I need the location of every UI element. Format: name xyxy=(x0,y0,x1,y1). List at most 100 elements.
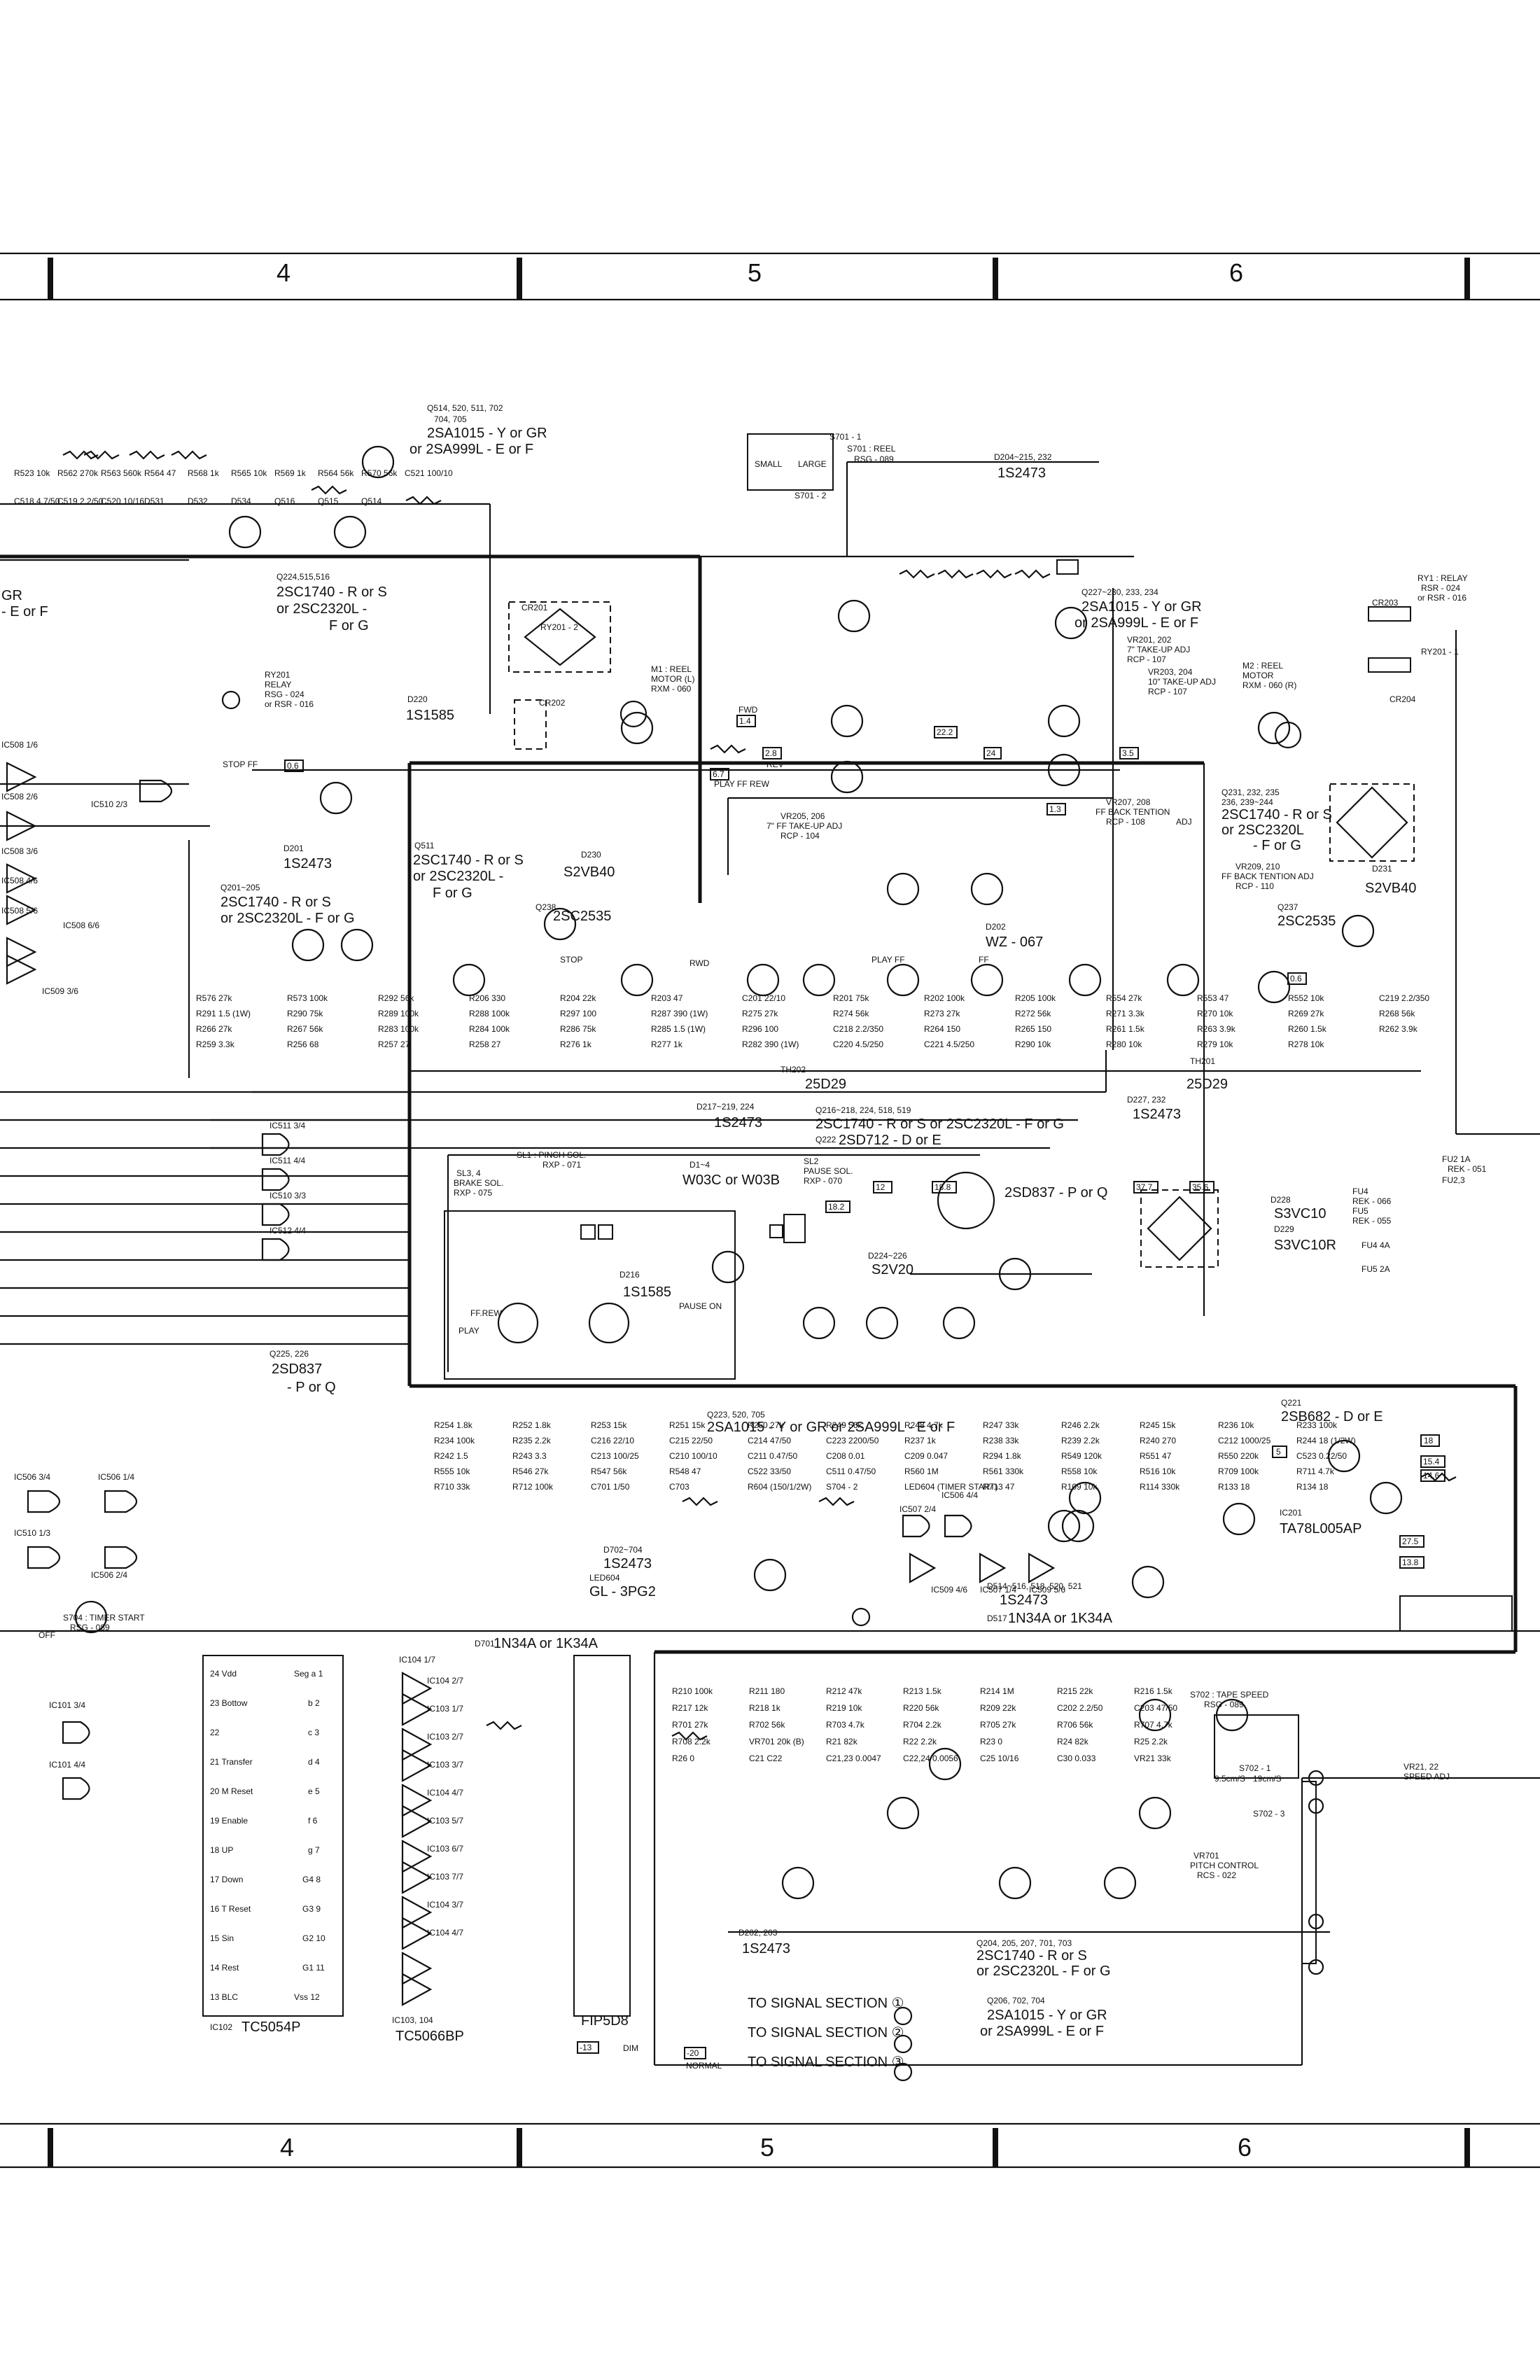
resistor-low-11: R233 100k xyxy=(1296,1420,1338,1430)
resistor-right-12: C202 2.2/50 xyxy=(1057,1703,1103,1713)
resistor-top-18: Q514 xyxy=(361,496,382,506)
resistor-mid-27: R268 56k xyxy=(1379,1009,1415,1018)
label-ry201-2: RELAY xyxy=(265,680,291,690)
label-q221-1: Q221 xyxy=(1281,1398,1302,1408)
resistor-right-21: R708 2.2k xyxy=(672,1737,711,1746)
label-d224-1: D224~226 xyxy=(868,1251,907,1261)
label-vr207-4: ADJ xyxy=(1176,817,1192,827)
value-tags: 0.6 1.4 2.8 6.7 22.2 24 1.3 3.5 0.6 18.2… xyxy=(284,715,1446,2059)
label-q204-3: or 2SC2320L - F or G xyxy=(976,1963,1111,1979)
misc-eorf: - E or F xyxy=(1,604,48,620)
label-ry201-1: RY201 xyxy=(265,670,290,680)
ic102-pin-22: 22 xyxy=(210,1728,220,1737)
resistor-right-19: R706 56k xyxy=(1057,1720,1093,1730)
resistor-right-32: C25 10/16 xyxy=(980,1754,1019,1763)
signal-section-2: TO SIGNAL SECTION ② xyxy=(748,2025,904,2040)
resistor-mid-36: R264 150 xyxy=(924,1024,960,1034)
resistor-mid-23: R272 56k xyxy=(1015,1009,1051,1018)
resistor-low-7: R247 33k xyxy=(983,1420,1019,1430)
misc-labels: GR - E or F OFF CR201 CR202 CR203 CR204 … xyxy=(1,588,1465,1819)
resistor-top-6: R569 1k xyxy=(274,468,307,478)
state-ff: FF xyxy=(979,955,989,965)
column-label-4: 4 xyxy=(276,258,290,287)
label-s701-sw2: S701 - 2 xyxy=(794,491,827,500)
tag-6: 1.3 xyxy=(1049,804,1061,814)
label-q227-3: or 2SA999L - E or F xyxy=(1074,615,1198,631)
resistor-right-25: R23 0 xyxy=(980,1737,1002,1746)
label-sl2-3: RXP - 070 xyxy=(804,1176,842,1186)
ic102-pin-21: 21 Transfer xyxy=(210,1757,253,1767)
resistor-low-52: R604 (150/1/2W) xyxy=(748,1482,811,1492)
resistor-top-4: R568 1k xyxy=(188,468,220,478)
label-vr21-2: SPEED ADJ xyxy=(1404,1772,1450,1782)
label-fu4-4a: FU4 4A xyxy=(1362,1240,1390,1250)
label-q221-2: 2SB682 - D or E xyxy=(1281,1409,1383,1424)
gate-7: IC509 3/6 xyxy=(42,986,78,996)
tag-5: 24 xyxy=(986,748,996,758)
label-m1-2: MOTOR (L) xyxy=(651,674,694,684)
tag-8: 0.6 xyxy=(1290,974,1302,983)
gate-30: IC103 6/7 xyxy=(427,1844,463,1854)
resistor-mid-10: R554 27k xyxy=(1106,993,1142,1003)
ic102-pin-10: G2 10 xyxy=(302,1933,326,1943)
label-fu5-2: REK - 055 xyxy=(1352,1216,1392,1226)
resistor-mid-41: R262 3.9k xyxy=(1379,1024,1418,1034)
resistor-low-51: C703 xyxy=(669,1482,690,1492)
resistor-low-31: R294 1.8k xyxy=(983,1451,1022,1461)
tag-0: 0.6 xyxy=(287,761,299,771)
ic102-pin-14: 14 Rest xyxy=(210,1963,239,1973)
label-q514-2: 704, 705 xyxy=(434,414,467,424)
resistor-right-1: R211 180 xyxy=(749,1686,785,1696)
label-q511-4: F or G xyxy=(433,886,472,901)
resistor-top-10: C518 4.7/50 xyxy=(14,496,60,506)
label-d1-4-2: W03C or W03B xyxy=(682,1172,780,1188)
label-fu5-1: FU5 xyxy=(1352,1206,1368,1216)
resistor-mid-5: R203 47 xyxy=(651,993,683,1003)
label-q511-2: 2SC1740 - R or S xyxy=(413,853,524,868)
label-vr209-1: VR209, 210 xyxy=(1236,862,1280,872)
label-s704-1: S704 : TIMER START xyxy=(63,1613,145,1623)
label-vr205-3: RCP - 104 xyxy=(780,831,820,841)
label-s701-2: RSG - 089 xyxy=(854,454,894,464)
resistor-low-42: R560 1M xyxy=(904,1466,939,1476)
state-play: PLAY xyxy=(458,1326,479,1336)
ic102-pin-4: d 4 xyxy=(308,1757,320,1767)
misc-fu23: FU2,3 xyxy=(1442,1175,1465,1185)
resistor-right-33: C30 0.033 xyxy=(1057,1754,1096,1763)
gate-11: IC512 4/4 xyxy=(270,1226,306,1236)
gate-19: IC507 1/4 xyxy=(980,1585,1016,1595)
label-ry201-3: RSG - 024 xyxy=(265,690,304,699)
gate-32: IC104 3/7 xyxy=(427,1900,463,1910)
resistor-top-8: R570 56k xyxy=(361,468,398,478)
label-th202-2: 25D29 xyxy=(805,1077,846,1092)
resistor-mid-46: R276 1k xyxy=(560,1040,592,1049)
label-vr205-2: 7" FF TAKE-UP ADJ xyxy=(766,821,842,831)
gate-2: IC510 2/3 xyxy=(91,799,127,809)
resistor-low-15: C215 22/50 xyxy=(669,1436,713,1446)
label-d514-2: 1S2473 xyxy=(1000,1592,1048,1608)
resistor-mid-4: R204 22k xyxy=(560,993,596,1003)
label-ry1-2: RSR - 024 xyxy=(1421,583,1460,593)
resistor-right-26: R24 82k xyxy=(1057,1737,1089,1746)
gate-17: IC506 4/4 xyxy=(941,1490,978,1500)
label-d204-1: D204~215, 232 xyxy=(994,452,1052,462)
resistor-low-30: C209 0.047 xyxy=(904,1451,948,1461)
gate-22: IC101 4/4 xyxy=(49,1760,85,1770)
resistor-mid-34: R296 100 xyxy=(742,1024,778,1034)
gate-33: IC104 4/7 xyxy=(427,1928,463,1938)
resistor-right-24: R22 2.2k xyxy=(903,1737,937,1746)
resistor-right-5: R215 22k xyxy=(1057,1686,1093,1696)
resistor-mid-6: C201 22/10 xyxy=(742,993,785,1003)
resistor-mid-40: R260 1.5k xyxy=(1288,1024,1327,1034)
label-fu2-2: REK - 051 xyxy=(1448,1164,1487,1174)
resistor-top-2: R563 560k xyxy=(101,468,142,478)
label-d216-1: D216 xyxy=(620,1270,640,1280)
ic102-pin-6: f 6 xyxy=(308,1816,318,1826)
labels-middle: D217~219, 224 1S2473 Q216~218, 224, 518,… xyxy=(63,1102,1392,1651)
ic102-label-2: TC5054P xyxy=(241,2019,301,2035)
misc-ry201-1: RY201 - 1 xyxy=(1421,647,1459,657)
label-q227-2: 2SA1015 - Y or GR xyxy=(1082,599,1202,615)
label-vr201-2: 7" TAKE-UP ADJ xyxy=(1127,645,1190,654)
